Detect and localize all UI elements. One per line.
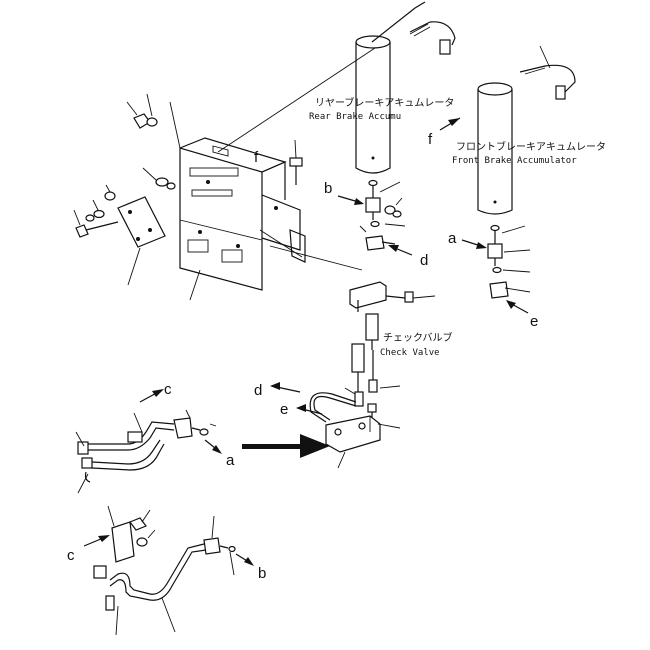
check-valve-label-jp: チェックバルブ bbox=[383, 331, 453, 344]
manifold-block bbox=[325, 403, 401, 469]
ref-d-arrow-top: d bbox=[388, 245, 428, 269]
rear-accumulator-label-jp: リヤーブレーキアキュムレータ bbox=[315, 96, 454, 109]
front-accumulator-label-en: Front Brake Accumulator bbox=[452, 156, 577, 166]
fastener-set-left bbox=[73, 93, 176, 238]
ref-letter-c: c bbox=[164, 381, 172, 398]
main-arrow bbox=[242, 434, 330, 458]
front-brake-accumulator bbox=[477, 45, 576, 215]
ref-a-arrow-top: a bbox=[448, 230, 487, 249]
check-valve-assembly bbox=[269, 245, 436, 407]
ref-letter-e: e bbox=[530, 313, 538, 330]
ref-letter-a: a bbox=[448, 230, 457, 247]
front-accumulator-label-jp: フロントブレーキアキュムレータ bbox=[456, 140, 606, 153]
ref-letter-e-2: e bbox=[280, 401, 288, 418]
cover-plate bbox=[117, 196, 166, 286]
ref-letter-b: b bbox=[324, 180, 332, 197]
ref-letter-b-2: b bbox=[258, 565, 266, 582]
ref-c-arrow-bottom: c bbox=[67, 535, 110, 564]
check-valve-label-en: Check Valve bbox=[380, 348, 440, 358]
ref-c-arrow-top: c bbox=[139, 381, 172, 403]
left-tube-assembly bbox=[75, 409, 217, 494]
ref-d-arrow-bottom: d bbox=[254, 382, 301, 399]
ref-letter-c-2: c bbox=[67, 547, 75, 564]
ref-letter-f: f bbox=[254, 149, 259, 166]
ref-letter-d-2: d bbox=[254, 382, 262, 399]
rear-fitting-stack bbox=[359, 179, 406, 251]
ref-a-arrow-bottom: a bbox=[204, 439, 235, 469]
ref-e-arrow-top: e bbox=[506, 300, 538, 330]
ref-letter-a-2: a bbox=[226, 452, 235, 469]
bottom-tube-assembly bbox=[93, 505, 236, 636]
ref-e-arrow-bottom: e bbox=[280, 401, 323, 418]
ref-letter-d: d bbox=[420, 252, 428, 269]
tube-d bbox=[309, 392, 357, 423]
ref-letter-f-2: f bbox=[428, 131, 433, 148]
rear-accumulator-label-en: Rear Brake Accumu bbox=[309, 112, 401, 122]
rear-brake-accumulator bbox=[355, 1, 456, 174]
front-fitting-stack bbox=[487, 224, 531, 299]
top-bolt bbox=[289, 139, 303, 185]
leader-line bbox=[217, 47, 376, 153]
ref-b-arrow: b bbox=[324, 180, 364, 205]
valve-panel-bracket bbox=[169, 101, 306, 301]
ref-b-arrow-bottom: b bbox=[235, 553, 266, 582]
ref-f-front: f bbox=[428, 117, 461, 148]
